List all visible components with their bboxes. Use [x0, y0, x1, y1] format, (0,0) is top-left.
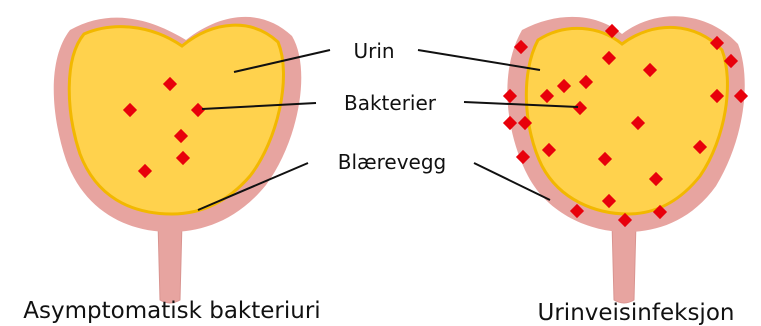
label-bakterier: Bakterier	[344, 91, 437, 115]
label-urin: Urin	[353, 39, 394, 63]
caption-asymptomatic-bacteriuria: Asymptomatisk bakteriuri	[23, 298, 320, 324]
left-urethra	[158, 222, 182, 303]
right-bladder	[503, 16, 748, 303]
right-urethra	[612, 222, 636, 303]
caption-urinary-tract-infection: Urinveisinfeksjon	[538, 300, 735, 326]
left-bladder	[54, 17, 302, 303]
label-blaerevegg: Blærevegg	[338, 150, 447, 174]
